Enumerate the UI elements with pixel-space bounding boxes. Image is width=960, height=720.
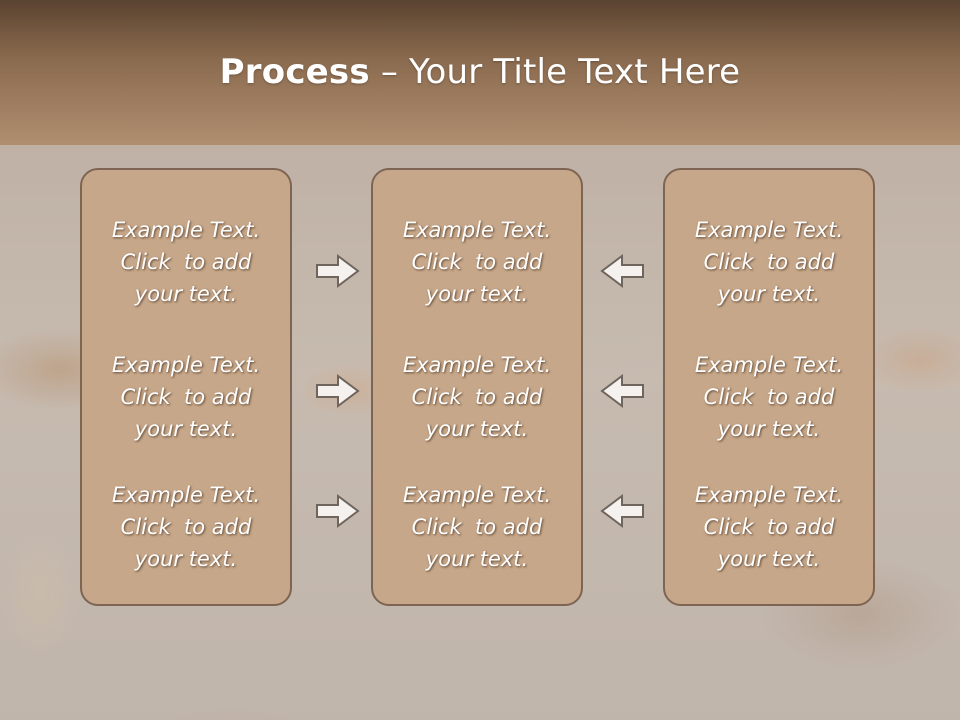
arrow-right-icon[interactable]	[314, 371, 362, 411]
text-line: Example Text.	[111, 218, 261, 242]
text-block[interactable]: Example Text. Click to add your text.	[373, 214, 581, 310]
text-block[interactable]: Example Text. Click to add your text.	[82, 214, 290, 310]
text-line: Click to add	[411, 515, 543, 539]
text-line: your text.	[717, 547, 821, 571]
text-line: your text.	[134, 547, 238, 571]
text-line: your text.	[425, 417, 529, 441]
text-block[interactable]: Example Text. Click to add your text.	[373, 349, 581, 445]
text-line: your text.	[134, 282, 238, 306]
arrow-left-icon[interactable]	[598, 371, 646, 411]
text-line: Example Text.	[402, 483, 552, 507]
text-line: Click to add	[411, 250, 543, 274]
title-bold: Process	[219, 52, 370, 92]
text-line: Example Text.	[111, 353, 261, 377]
text-line: Click to add	[703, 250, 835, 274]
text-line: Click to add	[120, 385, 252, 409]
text-line: Example Text.	[694, 218, 844, 242]
text-block[interactable]: Example Text. Click to add your text.	[665, 349, 873, 445]
arrow-right-icon[interactable]	[314, 491, 362, 531]
text-line: your text.	[134, 417, 238, 441]
text-line: Click to add	[120, 250, 252, 274]
text-line: Example Text.	[694, 483, 844, 507]
text-line: Example Text.	[402, 353, 552, 377]
text-line: Example Text.	[111, 483, 261, 507]
text-block[interactable]: Example Text. Click to add your text.	[82, 349, 290, 445]
title-separator: –	[369, 52, 410, 92]
text-line: Click to add	[411, 385, 543, 409]
arrow-left-icon[interactable]	[598, 491, 646, 531]
text-block[interactable]: Example Text. Click to add your text.	[665, 214, 873, 310]
process-box-3[interactable]: Example Text. Click to add your text. Ex…	[663, 168, 875, 606]
text-line: your text.	[425, 282, 529, 306]
text-line: your text.	[717, 417, 821, 441]
text-line: Example Text.	[694, 353, 844, 377]
slide-title[interactable]: Process – Your Title Text Here	[0, 52, 960, 92]
arrow-left-icon[interactable]	[598, 251, 646, 291]
text-line: Click to add	[120, 515, 252, 539]
text-block[interactable]: Example Text. Click to add your text.	[665, 479, 873, 575]
process-box-1[interactable]: Example Text. Click to add your text. Ex…	[80, 168, 292, 606]
text-line: your text.	[425, 547, 529, 571]
text-line: your text.	[717, 282, 821, 306]
arrow-right-icon[interactable]	[314, 251, 362, 291]
text-block[interactable]: Example Text. Click to add your text.	[373, 479, 581, 575]
text-line: Example Text.	[402, 218, 552, 242]
process-box-2[interactable]: Example Text. Click to add your text. Ex…	[371, 168, 583, 606]
title-bar	[0, 0, 960, 145]
title-text: Your Title Text Here	[409, 52, 741, 92]
text-block[interactable]: Example Text. Click to add your text.	[82, 479, 290, 575]
text-line: Click to add	[703, 515, 835, 539]
text-line: Click to add	[703, 385, 835, 409]
